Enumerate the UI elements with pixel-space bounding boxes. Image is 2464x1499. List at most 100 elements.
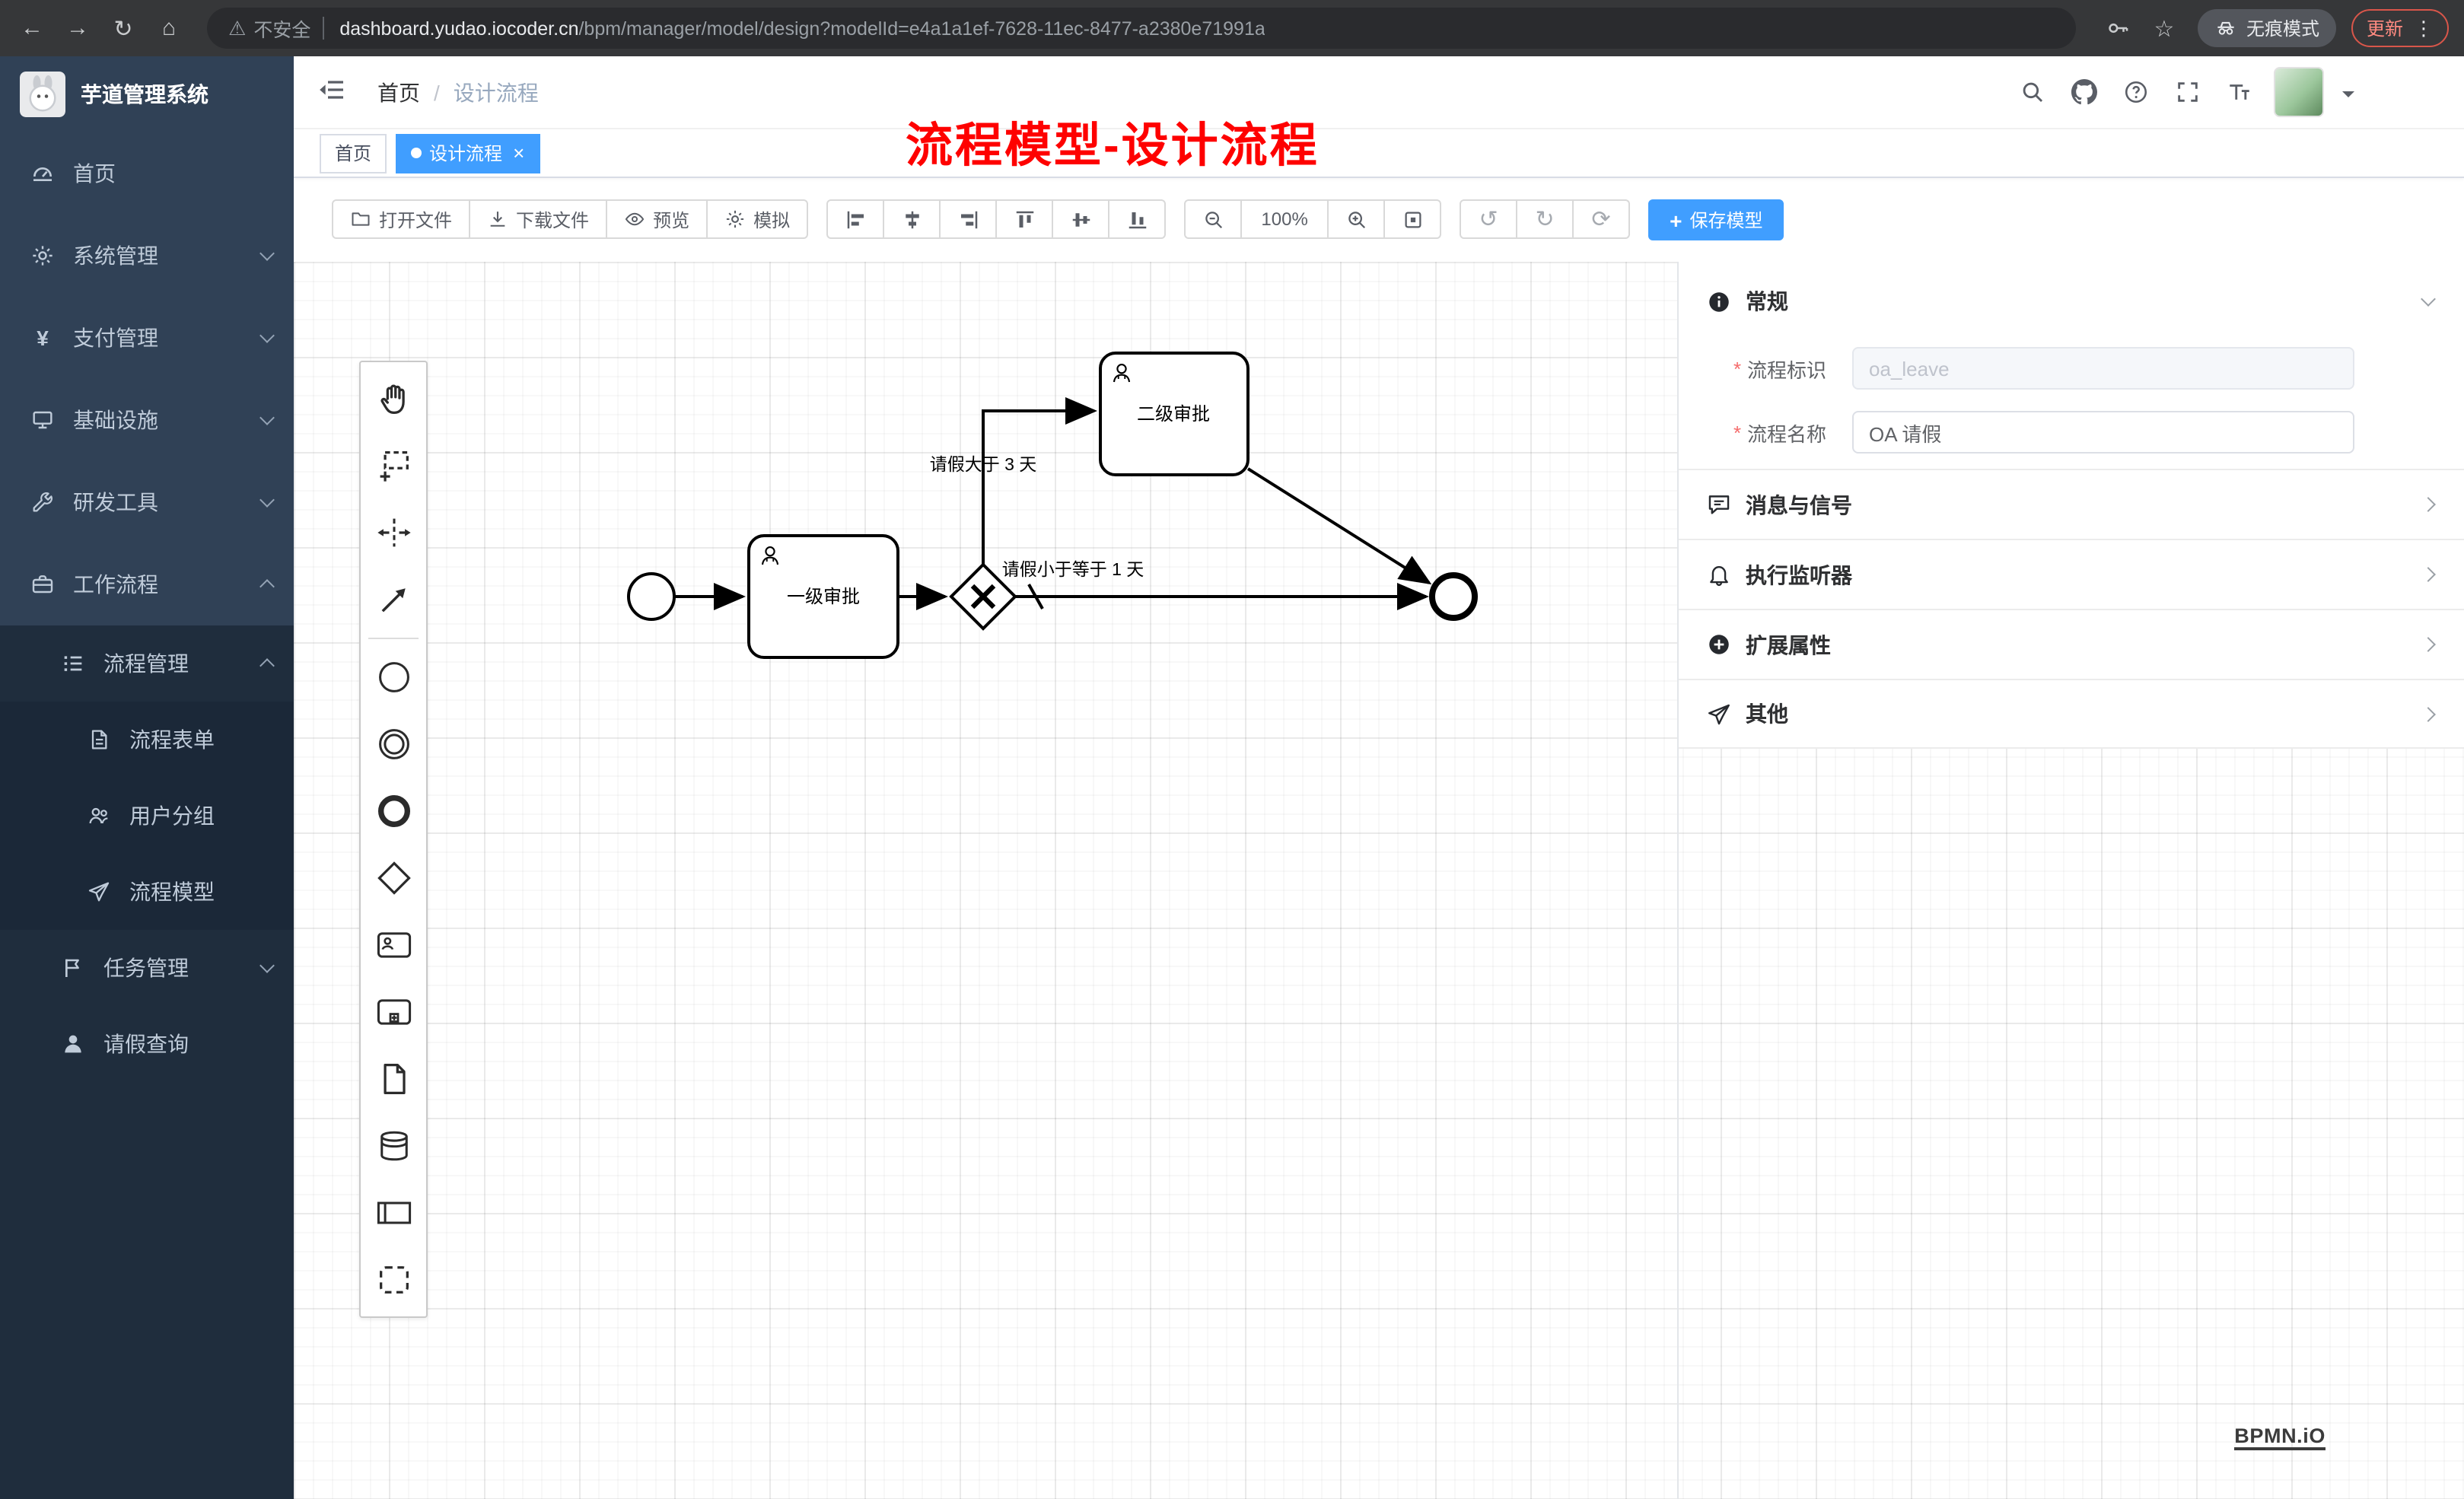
zoom-in-icon: [1345, 208, 1367, 231]
download-file-button[interactable]: 下载文件: [469, 199, 607, 239]
flow-label[interactable]: 请假小于等于 1 天: [1002, 559, 1144, 579]
flag-icon: [61, 956, 85, 980]
sidebar-item-payment[interactable]: ¥ 支付管理: [0, 297, 294, 379]
end-event[interactable]: [1432, 575, 1475, 618]
sidebar-item-process-form[interactable]: 流程表单: [0, 702, 294, 778]
browser-reload-icon[interactable]: ↻: [100, 7, 146, 49]
browser-forward-icon[interactable]: →: [55, 7, 100, 49]
process-key-input[interactable]: [1852, 347, 2354, 390]
create-user-task[interactable]: [361, 912, 426, 979]
create-data-store[interactable]: [361, 1112, 426, 1179]
create-end-event[interactable]: [361, 778, 426, 845]
align-center-button[interactable]: [883, 199, 941, 239]
active-dot-icon: [411, 148, 422, 158]
close-icon[interactable]: ×: [513, 143, 524, 163]
search-icon[interactable]: [2015, 75, 2049, 109]
redo-button[interactable]: ↻: [1516, 199, 1574, 239]
app-logo[interactable]: 芋道管理系统: [0, 56, 294, 132]
sidebar-item-home[interactable]: 首页: [0, 132, 294, 215]
sidebar-item-process-model[interactable]: 流程模型: [0, 854, 294, 930]
flow-label[interactable]: 请假大于 3 天: [930, 454, 1037, 474]
align-top-button[interactable]: [995, 199, 1053, 239]
browser-update-button[interactable]: 更新 ⋮: [2351, 9, 2449, 47]
password-key-icon[interactable]: [2100, 10, 2137, 46]
task-level1-approval[interactable]: 一级审批: [749, 536, 898, 657]
sidebar-item-label: 流程模型: [129, 877, 272, 907]
zoom-level-button[interactable]: 100%: [1240, 199, 1329, 239]
task-level2-approval[interactable]: 二级审批: [1100, 353, 1248, 475]
github-icon[interactable]: [2067, 75, 2100, 109]
flow-task2-to-end[interactable]: [1248, 469, 1429, 583]
sidebar-item-process-mgmt[interactable]: 流程管理: [0, 625, 294, 702]
section-execution-listener[interactable]: 执行监听器: [1679, 539, 2464, 609]
process-name-input[interactable]: [1852, 411, 2354, 454]
space-tool[interactable]: [361, 499, 426, 566]
section-message-signal[interactable]: 消息与信号: [1679, 469, 2464, 539]
palette-separator: [368, 638, 419, 639]
align-right-button[interactable]: [939, 199, 997, 239]
section-extended-attributes[interactable]: 扩展属性: [1679, 609, 2464, 679]
chevron-down-icon: [259, 492, 275, 508]
flow-gateway-to-task2[interactable]: 请假大于 3 天: [930, 411, 1094, 565]
create-start-event[interactable]: [361, 644, 426, 711]
sidebar-item-task-mgmt[interactable]: 任务管理: [0, 930, 294, 1006]
avatar[interactable]: [2274, 67, 2324, 117]
bookmark-star-icon[interactable]: ☆: [2146, 10, 2182, 46]
tab-home[interactable]: 首页: [320, 133, 387, 173]
align-left-button[interactable]: [826, 199, 884, 239]
create-participant[interactable]: [361, 1179, 426, 1246]
align-middle-button[interactable]: [1052, 199, 1109, 239]
create-call-activity[interactable]: [361, 979, 426, 1045]
browser-back-icon[interactable]: ←: [9, 7, 55, 49]
sidebar-item-workflow[interactable]: 工作流程: [0, 543, 294, 625]
bpmn-io-watermark[interactable]: BPMN.iO: [2234, 1424, 2326, 1450]
hand-tool[interactable]: [361, 365, 426, 432]
sidebar-item-devtools[interactable]: 研发工具: [0, 461, 294, 543]
chevron-up-icon: [259, 579, 275, 594]
chevron-right-icon: [2421, 637, 2436, 652]
gear-icon: [30, 243, 55, 268]
create-gateway[interactable]: [361, 845, 426, 912]
save-model-button[interactable]: + 保存模型: [1648, 199, 1784, 240]
restart-icon: ⟳: [1592, 205, 1611, 233]
start-event[interactable]: [629, 574, 674, 619]
tab-design-process[interactable]: 设计流程 ×: [396, 133, 540, 173]
breadcrumb-home[interactable]: 首页: [377, 77, 420, 107]
create-group[interactable]: [361, 1246, 426, 1313]
sidebar-collapse-icon[interactable]: [317, 74, 353, 110]
incognito-badge: 无痕模式: [2198, 9, 2336, 47]
open-file-button[interactable]: 打开文件: [332, 199, 470, 239]
browser-home-icon[interactable]: ⌂: [146, 7, 192, 49]
create-intermediate-event[interactable]: [361, 711, 426, 778]
sidebar-item-infrastructure[interactable]: 基础设施: [0, 379, 294, 461]
bpmn-canvas[interactable]: 请假大于 3 天 请假小于等于 1 天 一级审批: [294, 262, 2464, 1499]
avatar-dropdown-icon[interactable]: [2342, 91, 2354, 103]
section-other[interactable]: 其他: [1679, 679, 2464, 749]
required-marker: *: [1733, 421, 1747, 444]
fullscreen-icon[interactable]: [2170, 75, 2204, 109]
lasso-tool[interactable]: [361, 432, 426, 499]
sidebar-item-leave-query[interactable]: 请假查询: [0, 1006, 294, 1082]
help-icon[interactable]: [2119, 75, 2152, 109]
zoom-in-button[interactable]: [1327, 199, 1385, 239]
preview-button[interactable]: 预览: [606, 199, 708, 239]
font-size-icon[interactable]: [2222, 75, 2255, 109]
undo-button[interactable]: ↺: [1460, 199, 1517, 239]
flow-gateway-to-end[interactable]: 请假小于等于 1 天: [1002, 559, 1426, 609]
create-data-object[interactable]: [361, 1045, 426, 1112]
browser-menu-icon[interactable]: ⋮: [2414, 16, 2434, 40]
zoom-reset-button[interactable]: [1383, 199, 1441, 239]
simulate-button[interactable]: 模拟: [706, 199, 808, 239]
align-bottom-button[interactable]: [1108, 199, 1166, 239]
restart-button[interactable]: ⟳: [1572, 199, 1630, 239]
sidebar-item-label: 基础设施: [73, 405, 244, 435]
address-bar[interactable]: ⚠ 不安全 dashboard.yudao.iocoder.cn /bpm/ma…: [207, 8, 2076, 49]
sidebar-item-system[interactable]: 系统管理: [0, 215, 294, 297]
gear-icon: [724, 208, 746, 230]
section-general[interactable]: 常规: [1679, 268, 2464, 335]
zoom-out-button[interactable]: [1184, 199, 1242, 239]
users-icon: [87, 804, 111, 828]
info-icon: [1706, 288, 1732, 314]
global-connect-tool[interactable]: [361, 566, 426, 633]
sidebar-item-user-group[interactable]: 用户分组: [0, 778, 294, 854]
